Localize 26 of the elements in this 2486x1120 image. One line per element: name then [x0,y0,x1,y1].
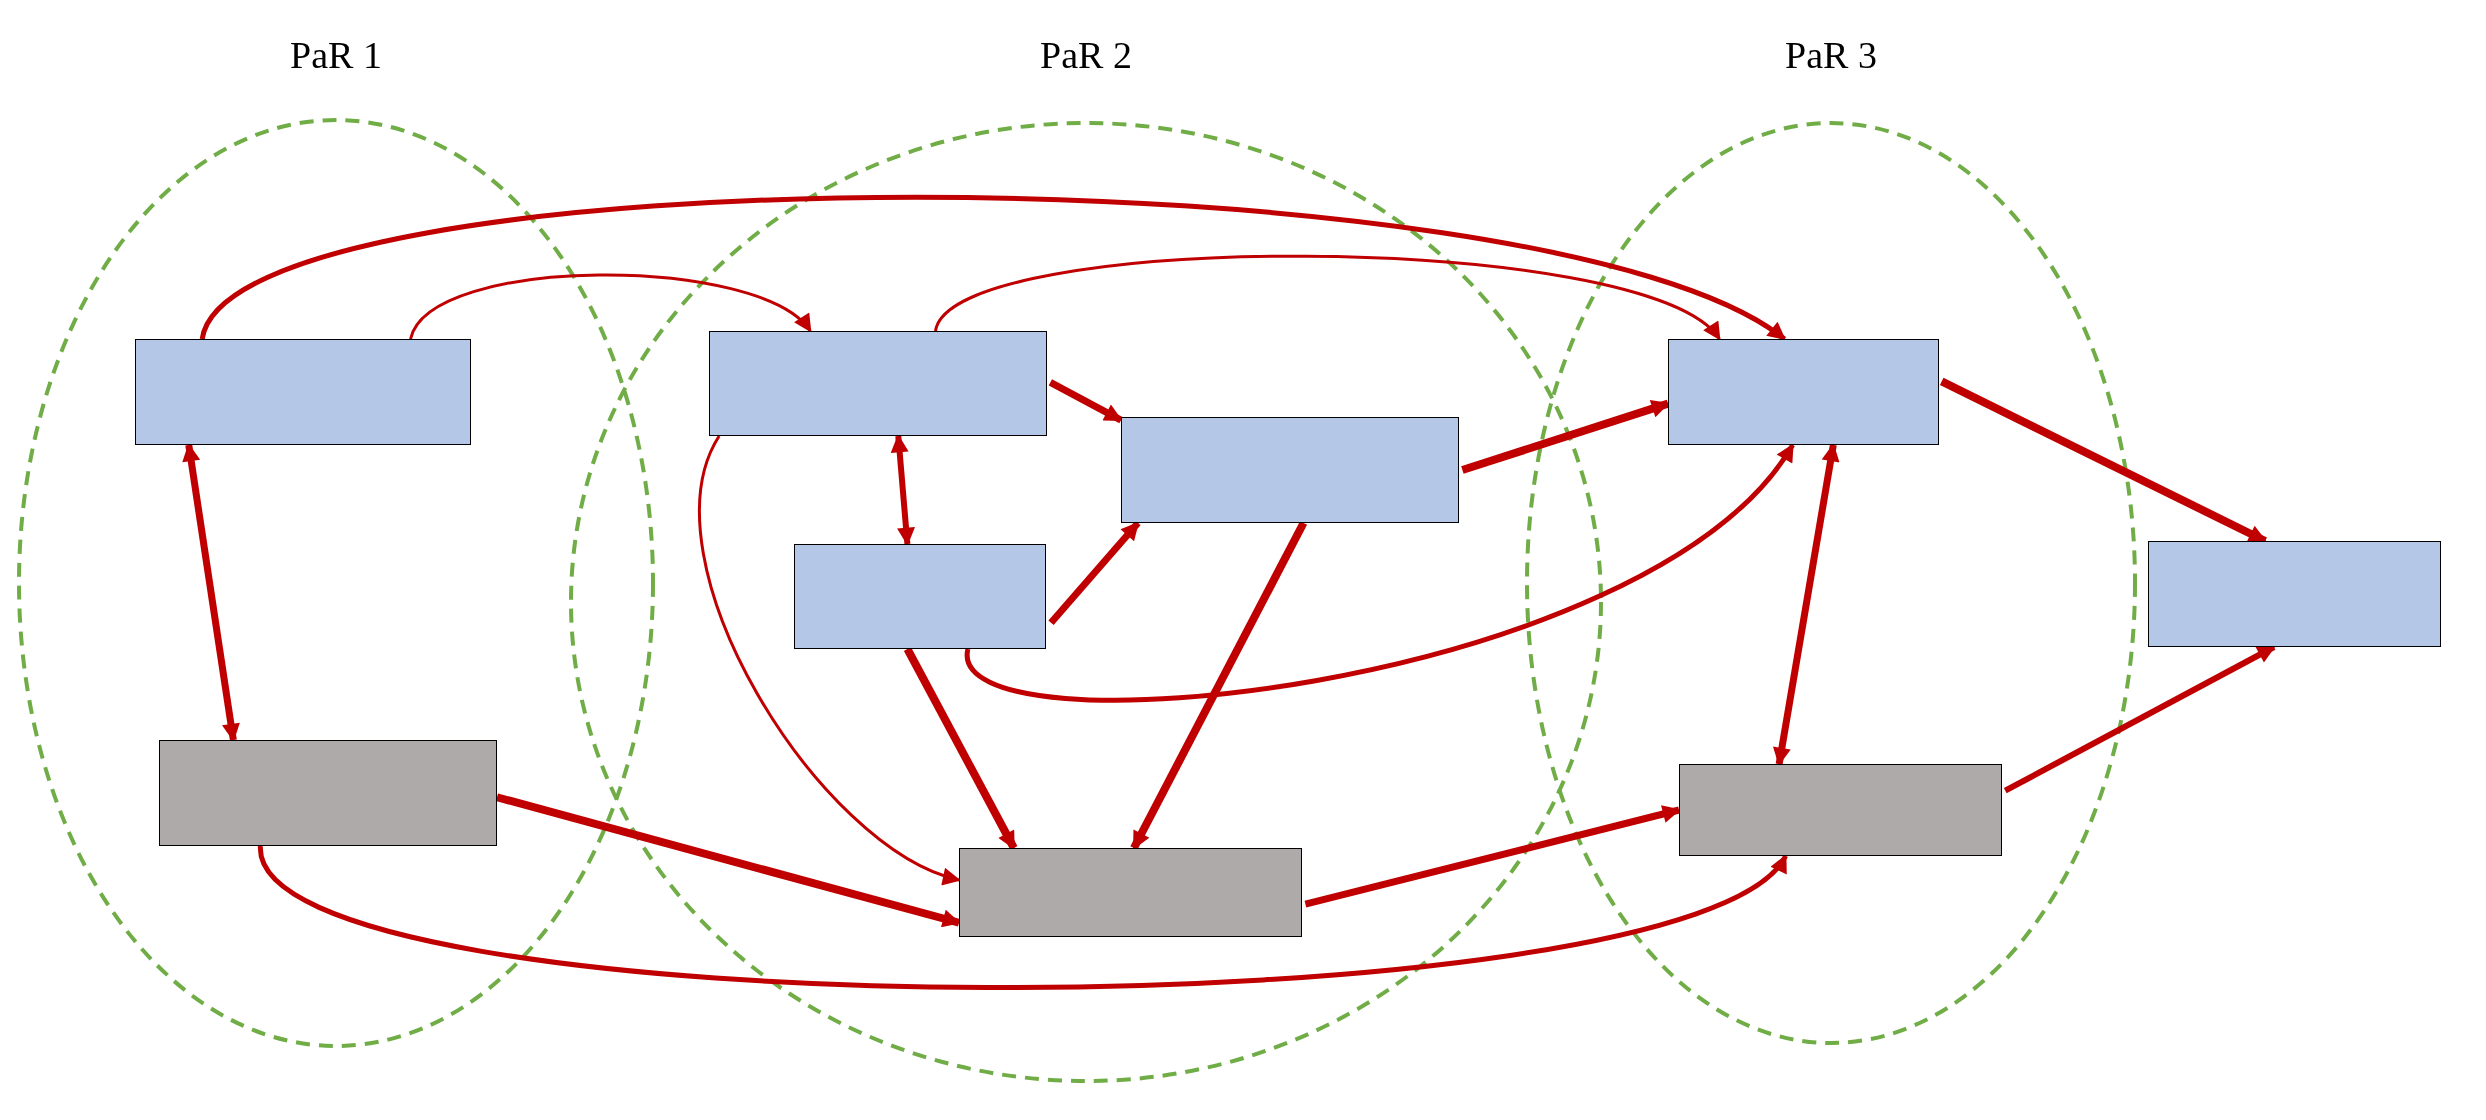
process-box [1668,339,1939,445]
arrow [965,443,1795,703]
process-box [1121,417,1459,523]
arrow [182,443,240,742]
arrow [1304,805,1681,908]
arrow [1461,399,1670,474]
process-box [135,339,471,445]
arrow [495,793,961,928]
arrow [698,435,961,884]
arrow [1048,379,1123,424]
process-box [159,740,497,846]
process-box [709,331,1047,436]
arrow [890,434,915,546]
process-box [2148,541,2441,647]
arrow [1772,443,1840,766]
arrow [258,844,1788,990]
process-box [959,848,1302,937]
arrow [1130,521,1308,850]
process-box [794,544,1046,649]
arrow [934,254,1721,341]
process-box [1679,764,2002,856]
group-label: PaR 3 [1784,33,1878,78]
group-label: PaR 2 [1039,33,1133,78]
arrow [409,273,812,340]
group-label: PaR 1 [289,33,383,78]
arrow [903,647,1018,850]
